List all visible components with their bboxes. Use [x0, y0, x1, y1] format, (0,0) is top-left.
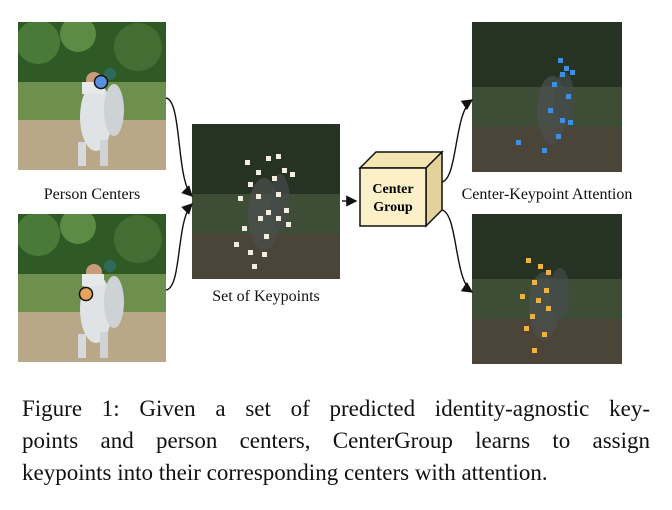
arrow-icon: [165, 97, 193, 197]
caption-line-3: keypoints into their corresponding cente…: [22, 460, 548, 485]
arrow-icon: [441, 209, 474, 293]
set-of-keypoints-label: Set of Keypoints: [212, 288, 320, 305]
arrow-icon: [165, 203, 193, 291]
attention-markers-yellow: [520, 258, 551, 353]
attention-image-yellow: [472, 214, 622, 364]
arrow-icon: [441, 99, 474, 183]
set-of-keypoints-image: [192, 124, 340, 279]
figure-caption: Figure 1: Given a set of predicted ident…: [22, 393, 650, 489]
center-group-label-line2: Group: [373, 200, 413, 215]
caption-line-1: Figure 1: Given a set of predicted ident…: [22, 396, 650, 421]
person-center-image-blue: [18, 22, 166, 170]
attention-markers-blue: [516, 58, 575, 153]
center-group-label-line1: Center: [372, 182, 413, 197]
center-group-cube-icon: Center Group: [356, 148, 446, 230]
person-center-dot-blue: [93, 74, 109, 90]
person-center-dot-orange: [78, 286, 94, 302]
keypoint-markers: [234, 154, 295, 269]
center-keypoint-attention-label: Center-Keypoint Attention: [461, 186, 633, 203]
person-centers-label: Person Centers: [43, 186, 141, 203]
caption-line-2: points and person centers, CenterGroup l…: [22, 428, 650, 453]
person-center-image-orange: [18, 214, 166, 362]
attention-image-blue: [472, 22, 622, 172]
